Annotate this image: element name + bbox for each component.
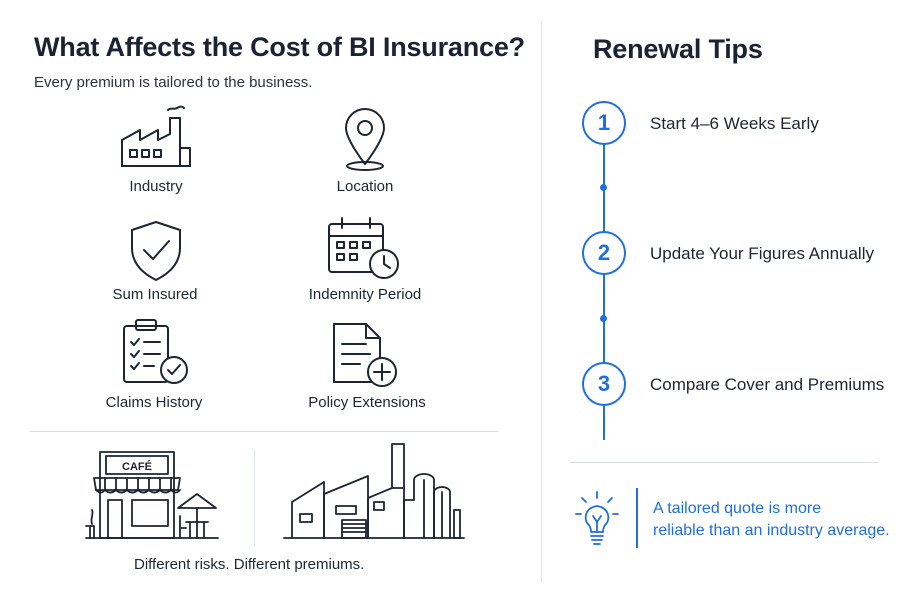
factor-label-location: Location — [336, 178, 394, 195]
tip-number-2: 2 — [582, 231, 626, 275]
panel-divider — [541, 22, 542, 582]
section-divider — [30, 431, 498, 432]
tip-number-1: 1 — [582, 101, 626, 145]
illustration-divider — [254, 450, 255, 546]
shield-check-icon — [126, 218, 186, 282]
document-plus-icon — [330, 320, 402, 390]
tip-label-1: Start 4–6 Weeks Early — [650, 114, 819, 133]
tips-divider — [570, 462, 878, 463]
location-pin-icon — [340, 104, 390, 172]
subtitle: Every premium is tailored to the busines… — [34, 74, 313, 91]
tip-label-2: Update Your Figures Annually — [650, 244, 874, 263]
factory-icon — [118, 104, 194, 170]
note-accent-bar — [636, 488, 638, 548]
cafe-storefront-icon: CAFÉ — [82, 446, 222, 542]
illustration-caption: Different risks. Different premiums. — [134, 556, 365, 573]
renewal-tips-title: Renewal Tips — [593, 34, 763, 64]
calendar-clock-icon — [326, 214, 406, 282]
timeline-dot — [600, 315, 607, 322]
note-line-2: reliable than an industry average. — [653, 522, 890, 539]
factor-label-claims-history: Claims History — [105, 394, 203, 411]
lightbulb-icon — [574, 490, 620, 548]
tip-label-3: Compare Cover and Premiums — [650, 375, 885, 394]
factor-label-sum-insured: Sum Insured — [112, 286, 198, 303]
factor-label-indemnity-period: Indemnity Period — [308, 286, 422, 303]
factor-label-industry: Industry — [129, 178, 183, 195]
cafe-sign-text: CAFÉ — [122, 460, 152, 473]
clipboard-check-icon — [120, 318, 194, 388]
note-line-1: A tailored quote is more — [653, 500, 822, 517]
factor-label-policy-extensions: Policy Extensions — [308, 394, 426, 411]
tip-number-3: 3 — [582, 362, 626, 406]
note-text: A tailored quote is more reliable than a… — [653, 498, 890, 542]
factory-building-icon — [282, 440, 466, 542]
page-title: What Affects the Cost of BI Insurance? — [34, 32, 525, 62]
timeline-dot — [600, 184, 607, 191]
